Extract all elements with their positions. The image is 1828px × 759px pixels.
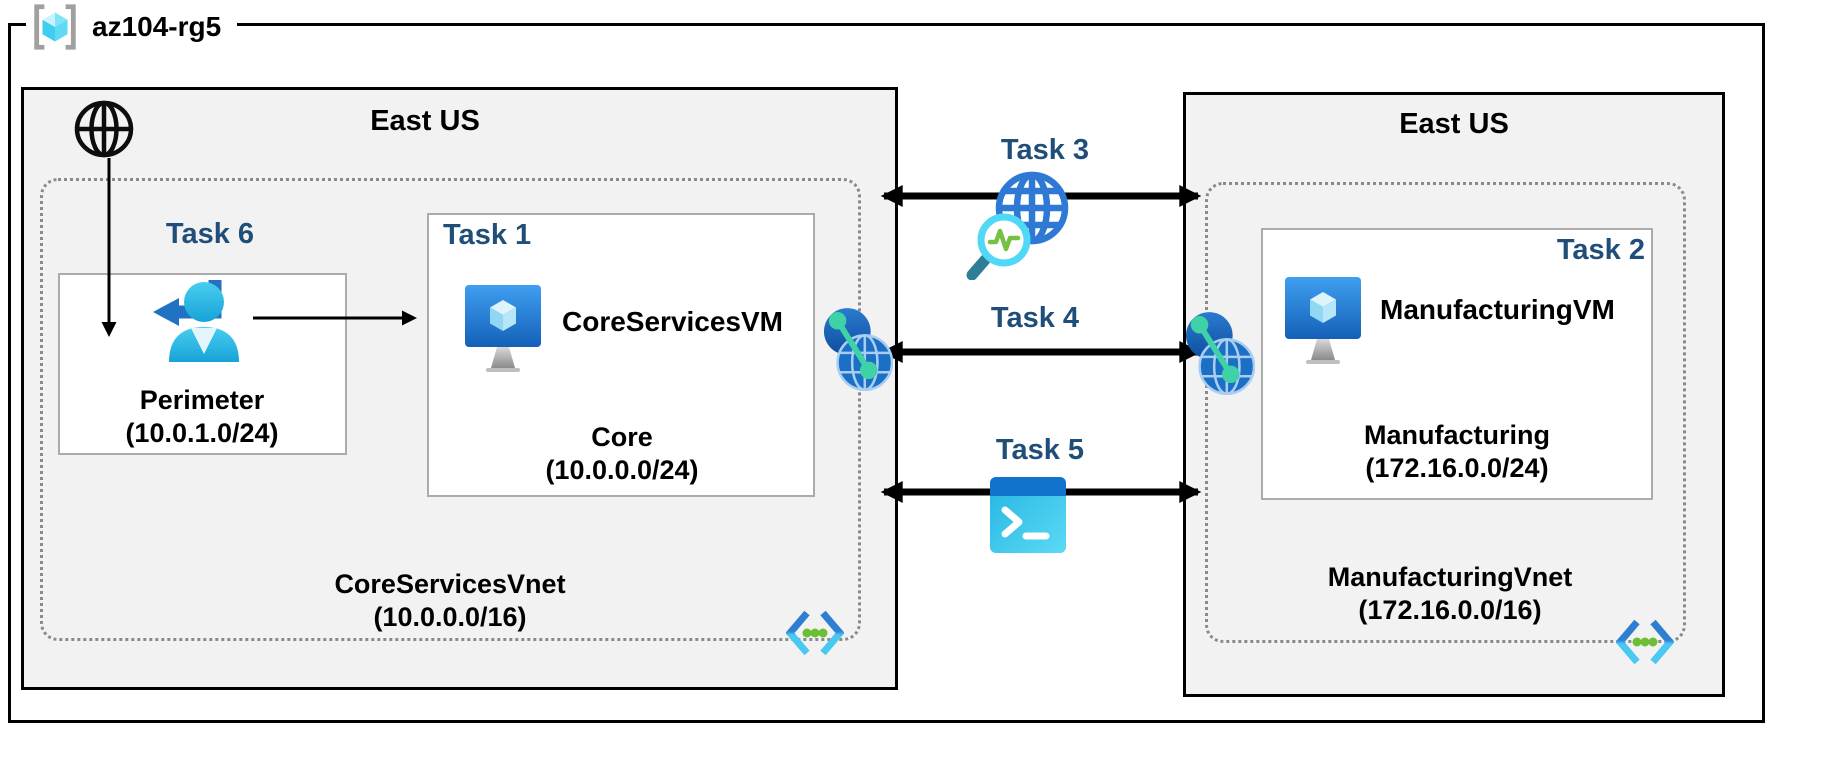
manufacturing-vm-icon [1285,277,1361,364]
manufacturing-vnet-cidr: (172.16.0.0/16) [1358,595,1542,625]
resource-group-header: az104-rg5 [26,0,238,54]
manufacturing-subnet-cidr: (172.16.0.0/24) [1365,453,1549,483]
core-subnet-label: Core (10.0.0.0/24) [545,421,698,487]
task3-label: Task 3 [1000,134,1090,166]
perimeter-subnet-cidr: (10.0.1.0/24) [125,418,279,448]
guest-user-icon [153,280,239,362]
virtual-network-icon-right [1616,619,1674,665]
virtual-network-icon-left [786,610,844,656]
core-vm-icon [465,285,541,372]
core-vnet-cidr: (10.0.0.0/16) [373,602,527,632]
perimeter-subnet-box [58,273,347,455]
core-vnet-name: CoreServicesVnet [334,569,566,599]
core-subnet-box [427,213,815,497]
core-subnet-cidr: (10.0.0.0/24) [545,455,699,485]
cloud-shell-icon [990,477,1066,553]
manufacturing-vm-name: ManufacturingVM [1380,294,1615,325]
task2-label: Task 2 [1556,234,1645,266]
core-vm-name: CoreServicesVM [562,306,784,337]
vnet-peering-icon-right [1185,312,1255,396]
core-vnet-label: CoreServicesVnet (10.0.0.0/16) [334,568,565,634]
manufacturing-vnet-label: ManufacturingVnet (172.16.0.0/16) [1328,561,1573,627]
manufacturing-vnet-name: ManufacturingVnet [1327,562,1573,592]
task4-label: Task 4 [990,302,1080,334]
task1-label: Task 1 [443,219,532,251]
network-watcher-icon [966,171,1069,280]
manufacturing-subnet-name: Manufacturing [1364,420,1550,450]
vnet-left-boundary [40,178,861,641]
internet-globe-icon [74,100,134,158]
task5-label: Task 5 [995,434,1085,466]
region-left-title: East US [370,105,480,137]
perimeter-subnet-label: Perimeter (10.0.1.0/24) [125,384,278,450]
resource-group-label: az104-rg5 [92,11,222,42]
core-subnet-name: Core [591,422,653,452]
region-right-title: East US [1399,108,1509,140]
manufacturing-subnet-label: Manufacturing (172.16.0.0/24) [1364,419,1550,485]
task6-label: Task 6 [165,218,255,250]
vnet-right-boundary [1205,182,1686,643]
vnet-peering-icon-left [823,308,893,392]
perimeter-subnet-name: Perimeter [139,385,265,415]
resource-group-icon [34,4,76,50]
